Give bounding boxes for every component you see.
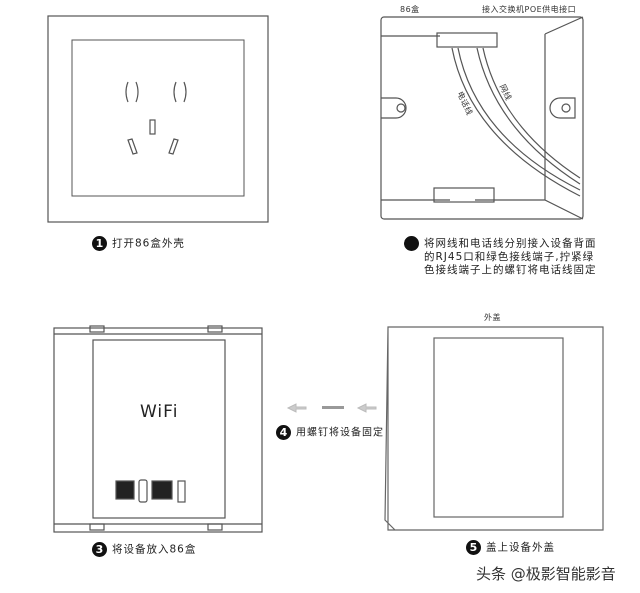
step-text: 将设备放入86盒 bbox=[112, 543, 197, 556]
screw-arrows bbox=[286, 403, 377, 413]
outer-cover bbox=[384, 326, 604, 531]
step-text: 用螺钉将设备固定 bbox=[296, 427, 384, 439]
step-text: 盖上设备外盖 bbox=[486, 541, 555, 554]
poe-port-label: 接入交换机POE供电接口 bbox=[482, 5, 577, 14]
step-5: 5 盖上设备外盖 bbox=[466, 540, 555, 555]
step-2: 2 将网线和电话线分别接入设备背面的RJ45口和绿色接线端子,拧紧绿色接线端子上的… bbox=[398, 236, 604, 277]
step-text: 打开86盒外壳 bbox=[112, 237, 185, 250]
step-3: 3 将设备放入86盒 bbox=[92, 542, 196, 557]
step-number: 3 bbox=[92, 542, 107, 557]
wifi-label: WiFi bbox=[140, 402, 179, 422]
box-label: 86盒 bbox=[400, 5, 420, 14]
watermark: 头条 @极影智能影音 bbox=[476, 565, 616, 583]
step-1: 1 打开86盒外壳 bbox=[92, 236, 185, 251]
step-number: 1 bbox=[92, 236, 107, 251]
outer-cover-label: 外盖 bbox=[484, 313, 501, 322]
step-number: 4 bbox=[276, 425, 291, 440]
step-text: 将网线和电话线分别接入设备背面的RJ45口和绿色接线端子,拧紧绿色接线端子上的螺… bbox=[424, 237, 597, 277]
step-number: 2 bbox=[398, 236, 419, 251]
device-in-box bbox=[53, 325, 263, 533]
step-number: 5 bbox=[466, 540, 481, 555]
86-box bbox=[380, 16, 584, 220]
step-4: 4 用螺钉将设备固定 bbox=[276, 425, 384, 440]
socket-panel bbox=[47, 15, 269, 223]
